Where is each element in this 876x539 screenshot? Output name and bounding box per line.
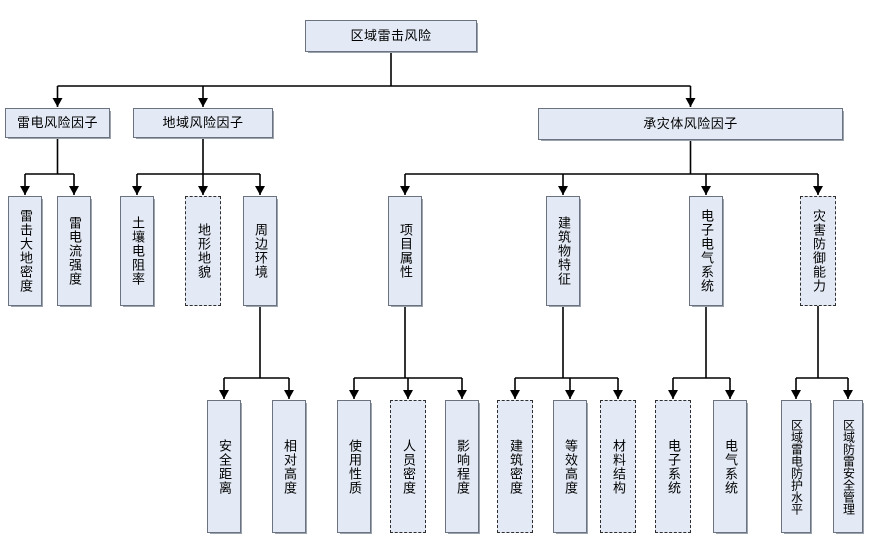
node-label: 周边环境 (253, 223, 269, 279)
node-label: 建筑密度 (508, 438, 524, 495)
node-label: 区域雷电防护水平 (789, 418, 804, 515)
arrowhead (791, 390, 801, 399)
node-label: 地形地貌 (196, 223, 212, 279)
arrowhead (668, 390, 678, 399)
arrowhead (198, 98, 208, 107)
node-label: 电气系统 (723, 438, 739, 495)
arrowhead (69, 186, 79, 195)
node-n-bdensity[interactable]: 建筑密度 (497, 400, 533, 533)
node-n-density[interactable]: 雷击大地密度 (8, 196, 42, 306)
arrowhead (132, 186, 142, 195)
node-label: 雷电流强度 (67, 216, 83, 286)
node-n-safemgmt[interactable]: 区域防雷安全管理 (833, 400, 863, 533)
node-label: 等效高度 (563, 438, 579, 495)
arrowhead (558, 186, 568, 195)
node-label: 区域雷击风险 (350, 27, 432, 43)
node-label: 项目属性 (398, 223, 414, 279)
node-n-project[interactable]: 项目属性 (388, 196, 422, 306)
node-label: 区域防雷安全管理 (841, 418, 856, 515)
arrowhead (565, 390, 575, 399)
node-label: 安全距离 (217, 438, 233, 495)
arrowhead (20, 186, 30, 195)
arrowhead (843, 390, 853, 399)
node-label: 土壤电阻率 (130, 216, 146, 286)
node-label: 雷击大地密度 (18, 209, 34, 293)
node-n-psystem[interactable]: 电气系统 (713, 400, 747, 533)
node-n-eqheight[interactable]: 等效高度 (553, 400, 587, 533)
node-n-safedist[interactable]: 安全距离 (207, 400, 241, 533)
node-n-protlevel[interactable]: 区域雷电防护水平 (781, 400, 811, 533)
node-n-building[interactable]: 建筑物特征 (546, 196, 580, 306)
arrowhead (284, 390, 294, 399)
arrowhead (510, 390, 520, 399)
node-label: 雷电风险因子 (16, 114, 98, 130)
arrowhead (198, 186, 208, 195)
arrowhead (349, 390, 359, 399)
node-label: 电子电气系统 (699, 209, 715, 293)
node-label: 承灾体风险因子 (643, 115, 738, 131)
node-n-current[interactable]: 雷电流强度 (57, 196, 91, 306)
arrowhead (255, 186, 265, 195)
node-n-terrain[interactable]: 地形地貌 (185, 196, 221, 306)
node-lightning[interactable]: 雷电风险因子 (5, 108, 110, 138)
node-label: 使用性质 (347, 438, 363, 495)
arrowhead (403, 390, 413, 399)
arrowhead (725, 390, 735, 399)
arrowhead (685, 98, 696, 107)
node-label: 灾害防御能力 (811, 209, 827, 293)
node-label: 地域风险因子 (162, 114, 244, 130)
node-bearer[interactable]: 承灾体风险因子 (538, 108, 843, 140)
arrowhead (219, 390, 229, 399)
arrowhead (813, 186, 823, 195)
node-label: 材料结构 (611, 438, 627, 495)
arrowhead (613, 390, 623, 399)
node-label: 相对高度 (282, 438, 298, 495)
node-n-surround[interactable]: 周边环境 (243, 196, 277, 306)
arrowhead (400, 186, 410, 195)
node-label: 影响程度 (455, 438, 471, 495)
node-n-defense[interactable]: 灾害防御能力 (800, 196, 836, 306)
node-n-electric[interactable]: 电子电气系统 (689, 196, 723, 306)
node-label: 建筑物特征 (556, 216, 572, 286)
node-n-esystem[interactable]: 电子系统 (655, 400, 691, 533)
arrowhead (52, 98, 63, 107)
arrowhead (457, 390, 467, 399)
node-n-relheight[interactable]: 相对高度 (272, 400, 306, 533)
node-label: 电子系统 (666, 438, 682, 495)
node-n-impact[interactable]: 影响程度 (445, 400, 479, 533)
node-n-usage[interactable]: 使用性质 (337, 400, 371, 533)
node-n-soil[interactable]: 土壤电阻率 (120, 196, 154, 306)
node-n-people[interactable]: 人员密度 (390, 400, 426, 533)
node-n-material[interactable]: 材料结构 (600, 400, 636, 533)
node-region[interactable]: 地域风险因子 (133, 108, 273, 138)
node-label: 人员密度 (401, 438, 417, 495)
node-root[interactable]: 区域雷击风险 (305, 20, 477, 52)
arrowhead (701, 186, 711, 195)
